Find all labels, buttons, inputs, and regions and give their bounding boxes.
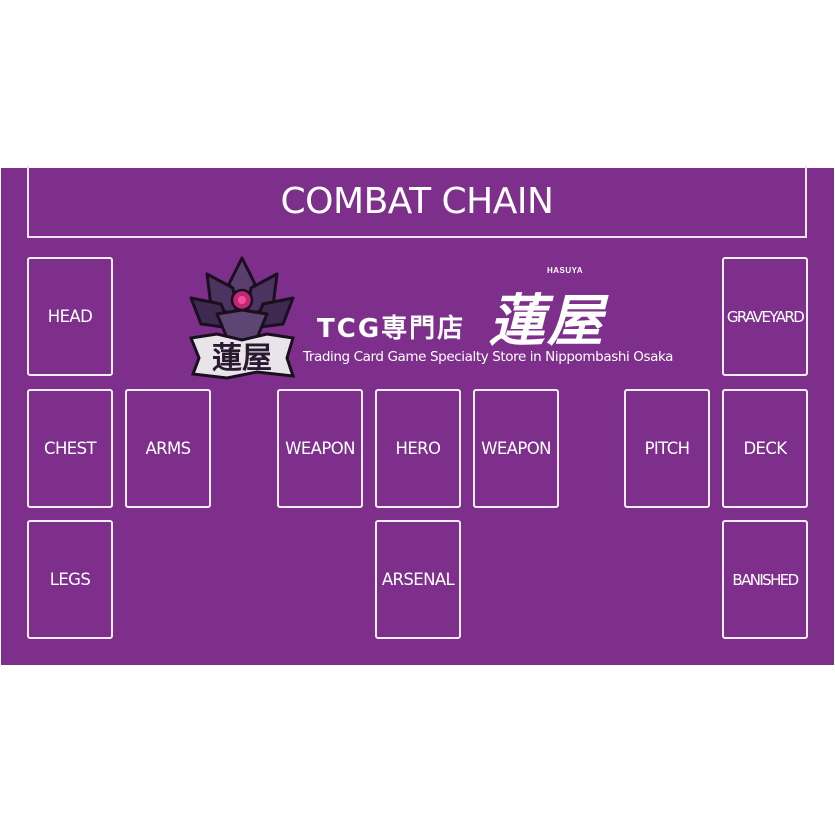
combat-chain-zone[interactable]: COMBAT CHAIN [27,166,807,238]
zone-graveyard-label: GRAVEYARD [726,307,805,326]
zone-head[interactable]: HEAD [27,257,113,376]
svg-text:蓮屋: 蓮屋 [212,341,272,376]
playmat: COMBAT CHAIN 蓮屋 HASUYA TCG専門店 蓮屋 Trading… [1,166,834,665]
zone-banished-label: BANISHED [732,570,799,589]
zone-hero[interactable]: HERO [375,389,461,508]
zone-weapon-left-label: WEAPON [285,439,355,458]
zone-pitch-label: PITCH [644,439,690,458]
zone-arms-label: ARMS [145,439,191,458]
zone-arms[interactable]: ARMS [125,389,211,508]
zone-chest[interactable]: CHEST [27,389,113,508]
zone-chest-label: CHEST [44,439,97,458]
zone-weapon-right[interactable]: WEAPON [473,389,559,508]
zone-banished[interactable]: BANISHED [722,520,808,639]
zone-deck-label: DECK [743,439,787,458]
combat-chain-label: COMBAT CHAIN [280,180,554,222]
brand-kanji: 蓮屋 [489,288,605,354]
lotus-emblem-icon: 蓮屋 [187,254,297,380]
brand-jp-label: TCG専門店 [317,314,466,344]
brand-tagline: Trading Card Game Specialty Store in Nip… [303,349,674,365]
zone-pitch[interactable]: PITCH [624,389,710,508]
zone-legs-label: LEGS [49,570,91,589]
zone-graveyard[interactable]: GRAVEYARD [722,257,808,376]
zone-head-label: HEAD [47,307,93,326]
zone-legs[interactable]: LEGS [27,520,113,639]
brand-romaji: HASUYA [547,266,584,275]
zone-weapon-right-label: WEAPON [481,439,551,458]
zone-arsenal[interactable]: ARSENAL [375,520,461,639]
zone-weapon-left[interactable]: WEAPON [277,389,363,508]
zone-arsenal-label: ARSENAL [381,570,455,589]
zone-hero-label: HERO [395,439,441,458]
zone-deck[interactable]: DECK [722,389,808,508]
